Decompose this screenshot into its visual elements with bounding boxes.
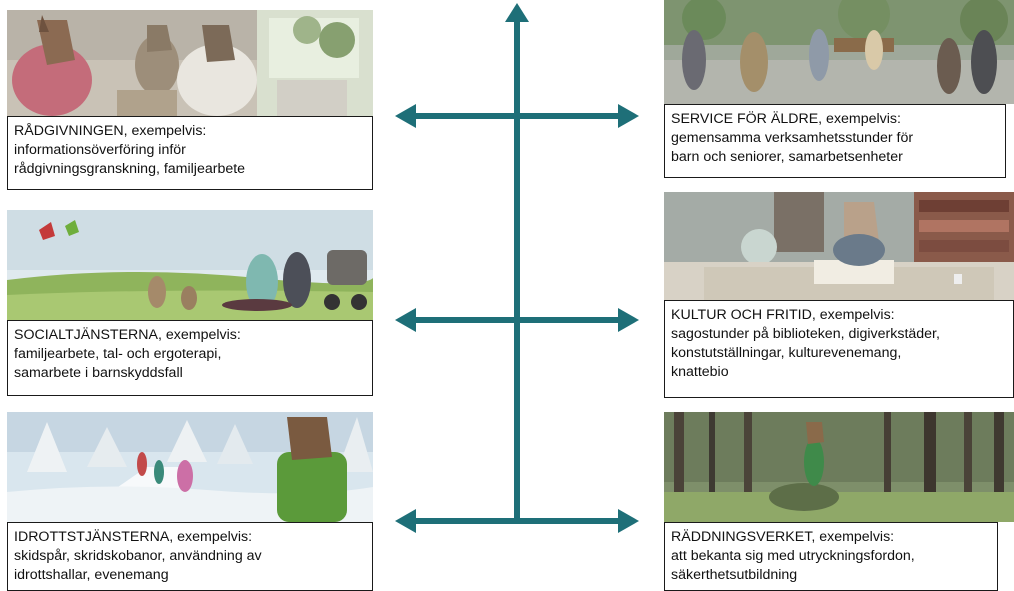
card-raddning: RÄDDNINGSVERKET, exempelvis: att bekanta… <box>664 412 1014 591</box>
caption-line: SERVICE FÖR ÄLDRE, exempelvis: <box>671 111 901 127</box>
caption-line: RÅDGIVNINGEN, exempelvis: <box>14 123 207 139</box>
caption-line: KULTUR OCH FRITID, exempelvis: <box>671 307 895 323</box>
caption-line: gemensamma verksamhetsstunder för <box>671 130 914 146</box>
card-idrott: IDROTTSTJÄNSTERNA, exempelvis: skidspår,… <box>7 412 373 591</box>
caption-line: rådgivningsgranskning, familjearbete <box>14 161 246 177</box>
caption-line: att bekanta sig med utryckningsfordon, <box>671 548 915 564</box>
double-arrow-top <box>395 104 639 128</box>
forest-illustration <box>664 412 1014 522</box>
caption-radgivningen: RÅDGIVNINGEN, exempelvis: informationsöv… <box>7 116 373 190</box>
caption-line: knattebio <box>671 364 729 380</box>
caption-line: familjearbete, tal- och ergoterapi, <box>14 346 222 362</box>
card-socialtjansterna: SOCIALTJÄNSTERNA, exempelvis: familjearb… <box>7 210 373 396</box>
caption-line: IDROTTSTJÄNSTERNA, exempelvis: <box>14 529 253 545</box>
double-arrow-middle <box>395 308 639 332</box>
caption-kultur-fritid: KULTUR OCH FRITID, exempelvis: sagostund… <box>664 300 1014 398</box>
caption-socialtjansterna: SOCIALTJÄNSTERNA, exempelvis: familjearb… <box>7 320 373 396</box>
counseling-illustration <box>7 10 373 116</box>
caption-line: skidspår, skridskobanor, användning av <box>14 548 262 564</box>
caption-line: sagostunder på biblioteken, digiverkstäd… <box>671 326 940 342</box>
caption-line: informationsöverföring inför <box>14 142 186 158</box>
ski-track-illustration <box>7 412 373 522</box>
caption-service-aldre: SERVICE FÖR ÄLDRE, exempelvis: gemensamm… <box>664 104 1006 178</box>
card-service-aldre: SERVICE FÖR ÄLDRE, exempelvis: gemensamm… <box>664 0 1014 178</box>
up-arrowhead <box>505 3 529 22</box>
caption-idrott: IDROTTSTJÄNSTERNA, exempelvis: skidspår,… <box>7 522 373 591</box>
meadow-kites-illustration <box>7 210 373 320</box>
park-elderly-illustration <box>664 0 1014 104</box>
library-reading-illustration <box>664 192 1014 300</box>
caption-line: idrottshallar, evenemang <box>14 567 169 583</box>
caption-line: konstutställningar, kulturevenemang, <box>671 345 902 361</box>
caption-line: säkerthetsutbildning <box>671 567 798 583</box>
caption-line: RÄDDNINGSVERKET, exempelvis: <box>671 529 895 545</box>
caption-raddning: RÄDDNINGSVERKET, exempelvis: att bekanta… <box>664 522 998 591</box>
double-arrow-bottom <box>395 509 639 533</box>
caption-line: SOCIALTJÄNSTERNA, exempelvis: <box>14 327 241 343</box>
vertical-line <box>514 18 520 521</box>
card-radgivningen: RÅDGIVNINGEN, exempelvis: informationsöv… <box>7 10 373 190</box>
card-kultur-fritid: KULTUR OCH FRITID, exempelvis: sagostund… <box>664 192 1014 398</box>
caption-line: samarbete i barnskyddsfall <box>14 365 183 381</box>
caption-line: barn och seniorer, samarbetsenheter <box>671 149 903 165</box>
vertical-axis <box>505 3 529 521</box>
